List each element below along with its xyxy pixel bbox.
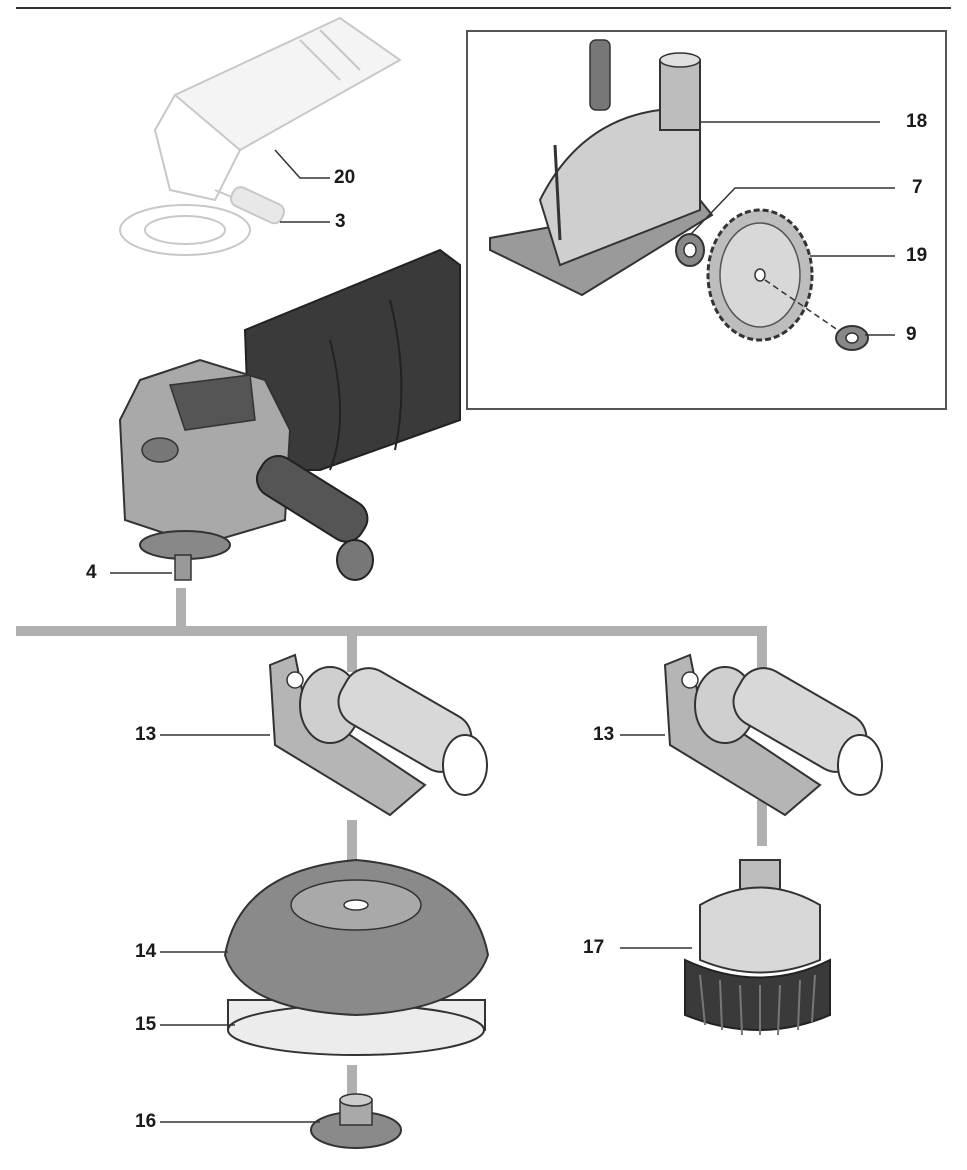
cup-brush-icon bbox=[684, 859, 831, 1036]
callout-3: 3 bbox=[335, 211, 346, 232]
top-rule bbox=[16, 7, 951, 9]
callout-14: 14 bbox=[135, 941, 157, 962]
callout-7: 7 bbox=[912, 177, 923, 198]
callout-13-right: 13 bbox=[593, 724, 615, 745]
callout-13-left: 13 bbox=[135, 724, 157, 745]
callout-4: 4 bbox=[86, 562, 97, 583]
diamond-blade-icon bbox=[706, 208, 846, 342]
vibration-handle-icon bbox=[663, 653, 883, 817]
cutting-guard-icon bbox=[489, 39, 714, 297]
connector-tree bbox=[16, 588, 767, 1105]
polishing-sponge-icon bbox=[227, 999, 486, 1056]
clamping-nut-icon bbox=[835, 325, 869, 351]
inset-frame bbox=[466, 30, 947, 410]
leader-lines bbox=[110, 121, 895, 1123]
angle-grinder-faded-icon bbox=[119, 16, 402, 256]
callout-16: 16 bbox=[135, 1111, 157, 1132]
callout-15: 15 bbox=[135, 1014, 157, 1035]
callout-20: 20 bbox=[334, 167, 356, 188]
angle-grinder-icon bbox=[118, 248, 461, 581]
callout-9: 9 bbox=[906, 324, 917, 345]
callout-17: 17 bbox=[583, 937, 605, 958]
callout-19: 19 bbox=[906, 245, 928, 266]
callout-18: 18 bbox=[906, 111, 928, 132]
flange-icon bbox=[675, 233, 705, 267]
vibration-handle-icon bbox=[268, 653, 488, 817]
clamping-nut-icon bbox=[310, 1093, 402, 1149]
backing-pad-icon bbox=[223, 858, 490, 1017]
